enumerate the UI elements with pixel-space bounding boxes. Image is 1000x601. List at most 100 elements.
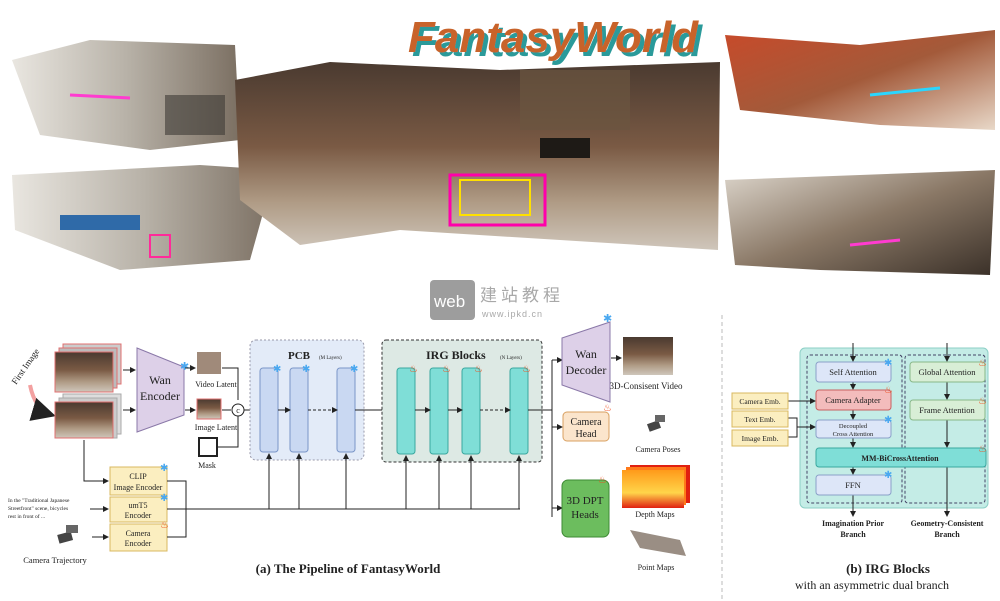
label: Encoder [125, 511, 152, 520]
title-text: FantasyWorld [408, 13, 699, 62]
snowflake-icon: ✱ [180, 361, 189, 373]
label: Cross Attention [833, 431, 874, 438]
label: Self Attention [829, 367, 877, 377]
first-image-label: First Image [9, 347, 41, 387]
pcb-layer [289, 367, 309, 453]
label: 3D-Consisent Video [609, 381, 683, 391]
depth-maps-thumbnail [622, 465, 690, 508]
fire-icon: ♨ [598, 475, 607, 486]
label: Geometry-Consistent [911, 519, 984, 528]
label: Streetfront" scene, bicycles [8, 505, 68, 512]
fire-icon: ♨ [603, 403, 612, 414]
label: Encoder [140, 389, 180, 403]
label: Image Latent [195, 423, 238, 432]
irg-layer [461, 367, 481, 455]
snowflake-icon: ✱ [884, 415, 892, 426]
label: rest in front of ... [8, 513, 46, 520]
label: Image Emb. [742, 434, 779, 443]
label: Wan [149, 373, 171, 387]
fantasyworld-logo: FantasyWorld [408, 13, 699, 62]
snowflake-icon: ✱ [302, 364, 310, 375]
label: Decoder [566, 363, 607, 377]
camera-encoder: Camera Encoder ♨ [109, 520, 169, 552]
fire-icon: ♨ [978, 444, 987, 455]
label: (N Layers) [500, 356, 522, 361]
label: Text Emb. [744, 415, 775, 424]
label: CLIP [129, 472, 147, 481]
label: Image Encoder [114, 483, 163, 492]
label: Camera [126, 529, 151, 538]
label: PCB [288, 350, 311, 362]
pcb-layer [336, 367, 356, 453]
camera-poses-icon [646, 415, 665, 432]
wan-encoder: Wan Encoder ✱ [136, 347, 189, 433]
mask-cube [198, 437, 218, 457]
scene-japanese-street-center [235, 62, 720, 250]
snowflake-icon: ✱ [273, 364, 281, 375]
umt5-encoder: umT5 Encoder ✱ [109, 493, 168, 523]
label: Camera [570, 417, 602, 428]
irg-caption: (b) IRG Blocks [846, 561, 930, 576]
label: Camera Emb. [739, 397, 780, 406]
label: c [236, 406, 240, 415]
camera-head: Camera Head ♨ [562, 403, 612, 442]
irg-layer [429, 367, 449, 455]
first-image-arrow [28, 384, 56, 421]
label: Decoupled [839, 423, 868, 430]
prompt-text: In the "Traditional Japanese Streetfront… [8, 498, 70, 520]
label: In the "Traditional Japanese [8, 498, 70, 504]
irg-layer [509, 367, 529, 455]
label: 建站教程 [480, 286, 564, 305]
label: FFN [845, 480, 861, 490]
fire-icon: ♨ [160, 520, 169, 531]
label: umT5 [128, 501, 147, 510]
pcb-block-group: PCB (M Layers) ✱ ✱ ✱ [249, 339, 365, 461]
geometry-consistent-branch [904, 354, 986, 504]
label: Global Attention [919, 367, 977, 377]
first-image-frames [54, 393, 122, 439]
label: 3D DPT [567, 495, 604, 507]
input-video-frames [54, 343, 122, 393]
fire-icon: ♨ [522, 364, 531, 375]
label: (M Layers) [319, 356, 342, 361]
label: Wan [575, 347, 597, 361]
irg-subcaption: with an asymmetric dual branch [795, 578, 949, 592]
label: Branch [840, 530, 866, 539]
label: Heads [571, 509, 599, 521]
label: Point Maps [638, 563, 675, 572]
wan-decoder: Wan Decoder ✱ [561, 313, 612, 403]
label: web [433, 292, 465, 311]
snowflake-icon: ✱ [350, 364, 358, 375]
point-maps-thumbnail [630, 530, 686, 556]
camera-trajectory-icon [57, 525, 78, 544]
video-output-thumbnail [623, 337, 673, 375]
label: Frame Attention [919, 405, 975, 415]
fire-icon: ♨ [884, 385, 893, 396]
label: Branch [934, 530, 960, 539]
scene-kitchen-top-left [12, 40, 240, 150]
label: www.ipkd.cn [481, 309, 543, 319]
snowflake-icon: ✱ [603, 313, 612, 325]
pcb-layer [259, 367, 279, 453]
label: Mask [198, 461, 216, 470]
label: Video Latent [195, 380, 237, 389]
irg-layer [396, 367, 416, 455]
label: IRG Blocks [426, 348, 486, 362]
pipeline-panel: First Image Wan Encoder ✱ Video Latent I… [8, 313, 690, 576]
fire-icon: ♨ [409, 364, 418, 375]
snowflake-icon: ✱ [884, 358, 892, 369]
pipeline-caption: (a) The Pipeline of FantasyWorld [256, 561, 441, 576]
label: Camera Trajectory [23, 555, 87, 565]
fire-icon: ♨ [978, 396, 987, 407]
clip-image-encoder: CLIP Image Encoder ✱ [109, 463, 168, 496]
scene-room-top-right [725, 30, 995, 130]
fire-icon: ♨ [474, 364, 483, 375]
label: Camera Adapter [825, 395, 881, 405]
snowflake-icon: ✱ [160, 463, 168, 474]
label: Camera Poses [635, 445, 680, 454]
label: Encoder [125, 539, 152, 548]
snowflake-icon: ✱ [160, 493, 168, 504]
image-latent-cube [196, 398, 222, 420]
scene-living-room-bottom-right [725, 170, 995, 275]
